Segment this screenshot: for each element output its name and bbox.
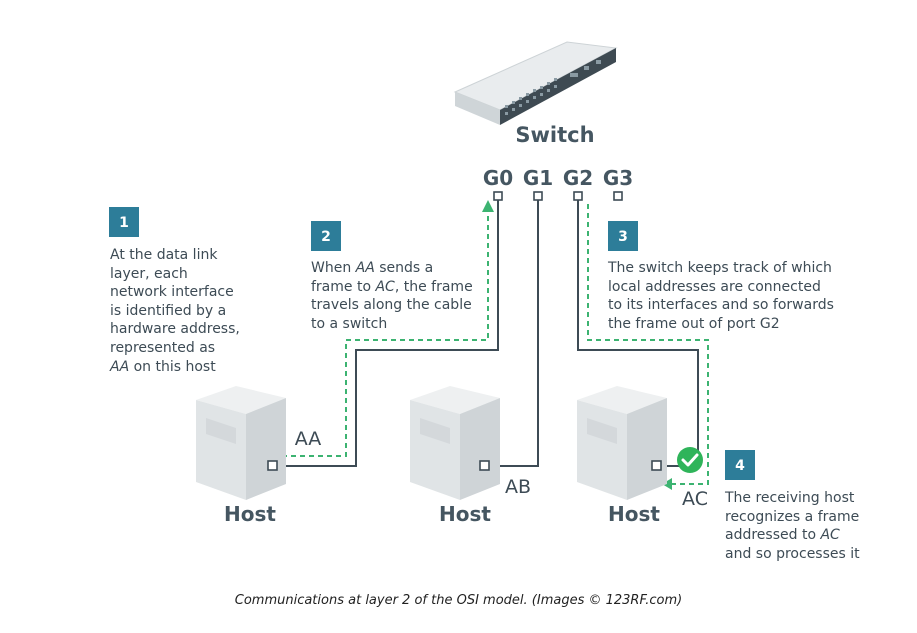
step-badge-1	[109, 207, 139, 237]
step-number-3: 3	[618, 229, 628, 245]
step-2-line: travels along the cable	[311, 297, 472, 314]
step-4-line: recognizes a frame	[725, 508, 860, 525]
port-g0	[493, 191, 503, 201]
frame-path-ingress	[282, 208, 489, 457]
address-aa: AA	[295, 428, 322, 450]
step-3-line: to its interfaces and so forwards	[608, 297, 834, 314]
port-label-g3: G3	[603, 166, 633, 190]
step-1-line: At the data link	[110, 247, 218, 263]
step-1-line: represented as	[110, 339, 216, 356]
step-1-line: on this host	[129, 358, 216, 375]
step-4-address: AC	[820, 527, 840, 544]
host-label-aa: Host	[224, 502, 276, 526]
step-1-line: hardware address,	[110, 321, 240, 338]
cable-host-aa	[278, 200, 499, 467]
step-number-4: 4	[735, 458, 745, 474]
nic-port-ab	[479, 460, 490, 471]
port-g1	[533, 191, 543, 201]
port-label-g1: G1	[523, 166, 553, 190]
step-1-line: is identified by a	[110, 302, 227, 319]
step-4-line: and so processes it	[725, 545, 860, 562]
step-2-description: When AA sends a frame to AC, the frame t…	[311, 259, 511, 333]
check-icon	[677, 447, 703, 473]
step-3-description: The switch keeps track of which local ad…	[608, 259, 888, 333]
step-2-address: AC	[375, 278, 395, 295]
step-1-address: AA	[110, 358, 130, 375]
step-4-line: The receiving host	[725, 490, 855, 506]
frame-path-egress	[587, 204, 709, 485]
host-label-ac: Host	[608, 502, 660, 526]
step-badge-2	[311, 221, 341, 251]
step-2-line: to a switch	[311, 315, 388, 332]
step-2-line: , the frame	[394, 278, 473, 295]
nic-port-ac	[651, 460, 662, 471]
step-2-address: AA	[355, 260, 375, 276]
cable-host-ab	[488, 200, 539, 467]
step-4-line: addressed to	[725, 527, 821, 544]
port-g2	[573, 191, 583, 201]
nic-port-aa	[267, 460, 278, 471]
figure-caption: Communications at layer 2 of the OSI mod…	[234, 593, 683, 608]
step-3-line: the frame out of port G2	[608, 315, 780, 332]
step-1-description: At the data link layer, each network int…	[110, 246, 280, 376]
computer-tower-icon	[196, 386, 286, 500]
step-badge-3	[608, 221, 638, 251]
computer-tower-icon	[410, 386, 500, 500]
address-ac: AC	[682, 488, 708, 510]
step-3-line: local addresses are connected	[608, 278, 821, 295]
port-label-g0: G0	[483, 166, 513, 190]
step-2-line: sends a	[374, 260, 434, 276]
step-2-line: frame to	[311, 278, 376, 295]
step-badge-4	[725, 450, 755, 480]
host-label-ab: Host	[439, 502, 491, 526]
port-label-g2: G2	[563, 166, 593, 190]
step-4-description: The receiving host recognizes a frame ad…	[725, 489, 905, 563]
step-3-line: The switch keeps track of which	[608, 260, 832, 276]
step-1-line: layer, each	[110, 265, 188, 282]
switch-icon	[453, 41, 618, 125]
port-g3	[613, 191, 623, 201]
arrow-up-icon	[482, 200, 494, 212]
step-number-2: 2	[321, 229, 331, 245]
step-number-1: 1	[119, 215, 129, 231]
address-ab: AB	[505, 476, 531, 498]
step-1-line: network interface	[110, 284, 234, 301]
step-2-line: When	[311, 260, 356, 276]
computer-tower-icon	[577, 386, 667, 500]
switch-label: Switch	[515, 123, 594, 147]
